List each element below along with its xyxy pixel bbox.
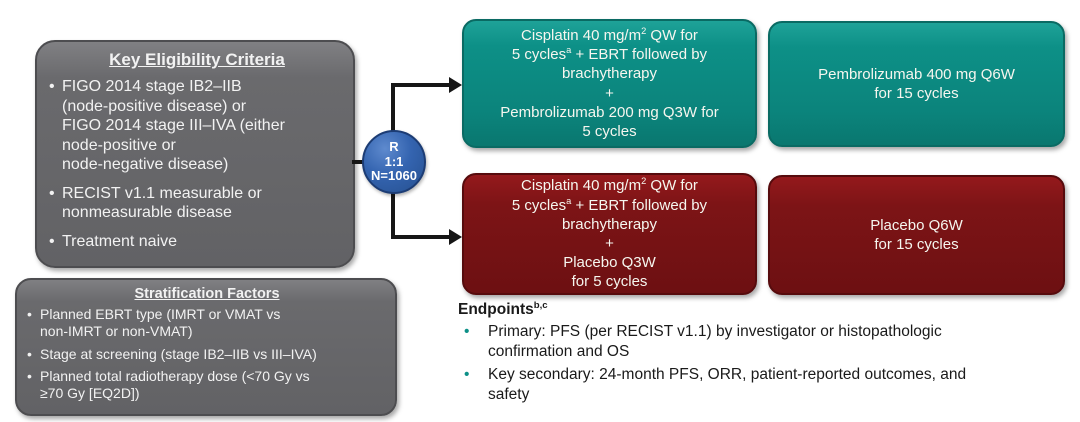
stratification-item-dose: Planned total radiotherapy dose (<70 Gy …: [27, 368, 387, 403]
eligibility-criteria-box: Key Eligibility Criteria FIGO 2014 stage…: [35, 40, 355, 268]
stratification-item-ebrt-type: Planned EBRT type (IMRT or VMAT vsnon-IM…: [27, 306, 387, 341]
eligibility-title: Key Eligibility Criteria: [109, 50, 285, 69]
stratification-factors-box: Stratification Factors Planned EBRT type…: [15, 278, 397, 416]
bullet-icon: [27, 368, 40, 385]
stratification-item-text: Planned total radiotherapy dose (<70 Gy …: [40, 368, 310, 402]
stratification-title: Stratification Factors: [134, 286, 280, 302]
stratification-item-text: Stage at screening (stage IB2–IIB vs III…: [40, 345, 317, 362]
bullet-icon: [458, 322, 488, 342]
arrowhead-top-icon: [449, 77, 462, 93]
bullet-icon: [27, 306, 40, 323]
endpoints-title: Endpointsb,c: [458, 299, 548, 318]
bullet-icon: [49, 232, 62, 252]
bullet-icon: [458, 365, 488, 385]
arrowhead-bottom-icon: [449, 229, 462, 245]
connector-branch-bottom: [391, 235, 451, 239]
endpoint-secondary: Key secondary: 24-month PFS, ORR, patien…: [458, 365, 1058, 405]
bullet-icon: [27, 346, 40, 363]
connector-branch-top: [391, 83, 451, 87]
eligibility-item-figo: FIGO 2014 stage IB2–IIB(node-positive di…: [49, 77, 345, 175]
endpoints-section: Endpointsb,c Primary: PFS (per RECIST v1…: [458, 301, 1058, 409]
endpoint-primary: Primary: PFS (per RECIST v1.1) by invest…: [458, 322, 1058, 362]
eligibility-item-text: FIGO 2014 stage IB2–IIB(node-positive di…: [62, 78, 285, 174]
endpoint-primary-text: Primary: PFS (per RECIST v1.1) by invest…: [488, 323, 942, 361]
eligibility-item-treatment-naive: Treatment naive: [49, 232, 345, 252]
endpoint-secondary-text: Key secondary: 24-month PFS, ORR, patien…: [488, 366, 967, 404]
bullet-icon: [49, 77, 62, 97]
bullet-icon: [49, 184, 62, 204]
stratification-item-stage: Stage at screening (stage IB2–IIB vs III…: [27, 346, 387, 363]
eligibility-item-text: Treatment naive: [62, 232, 178, 250]
